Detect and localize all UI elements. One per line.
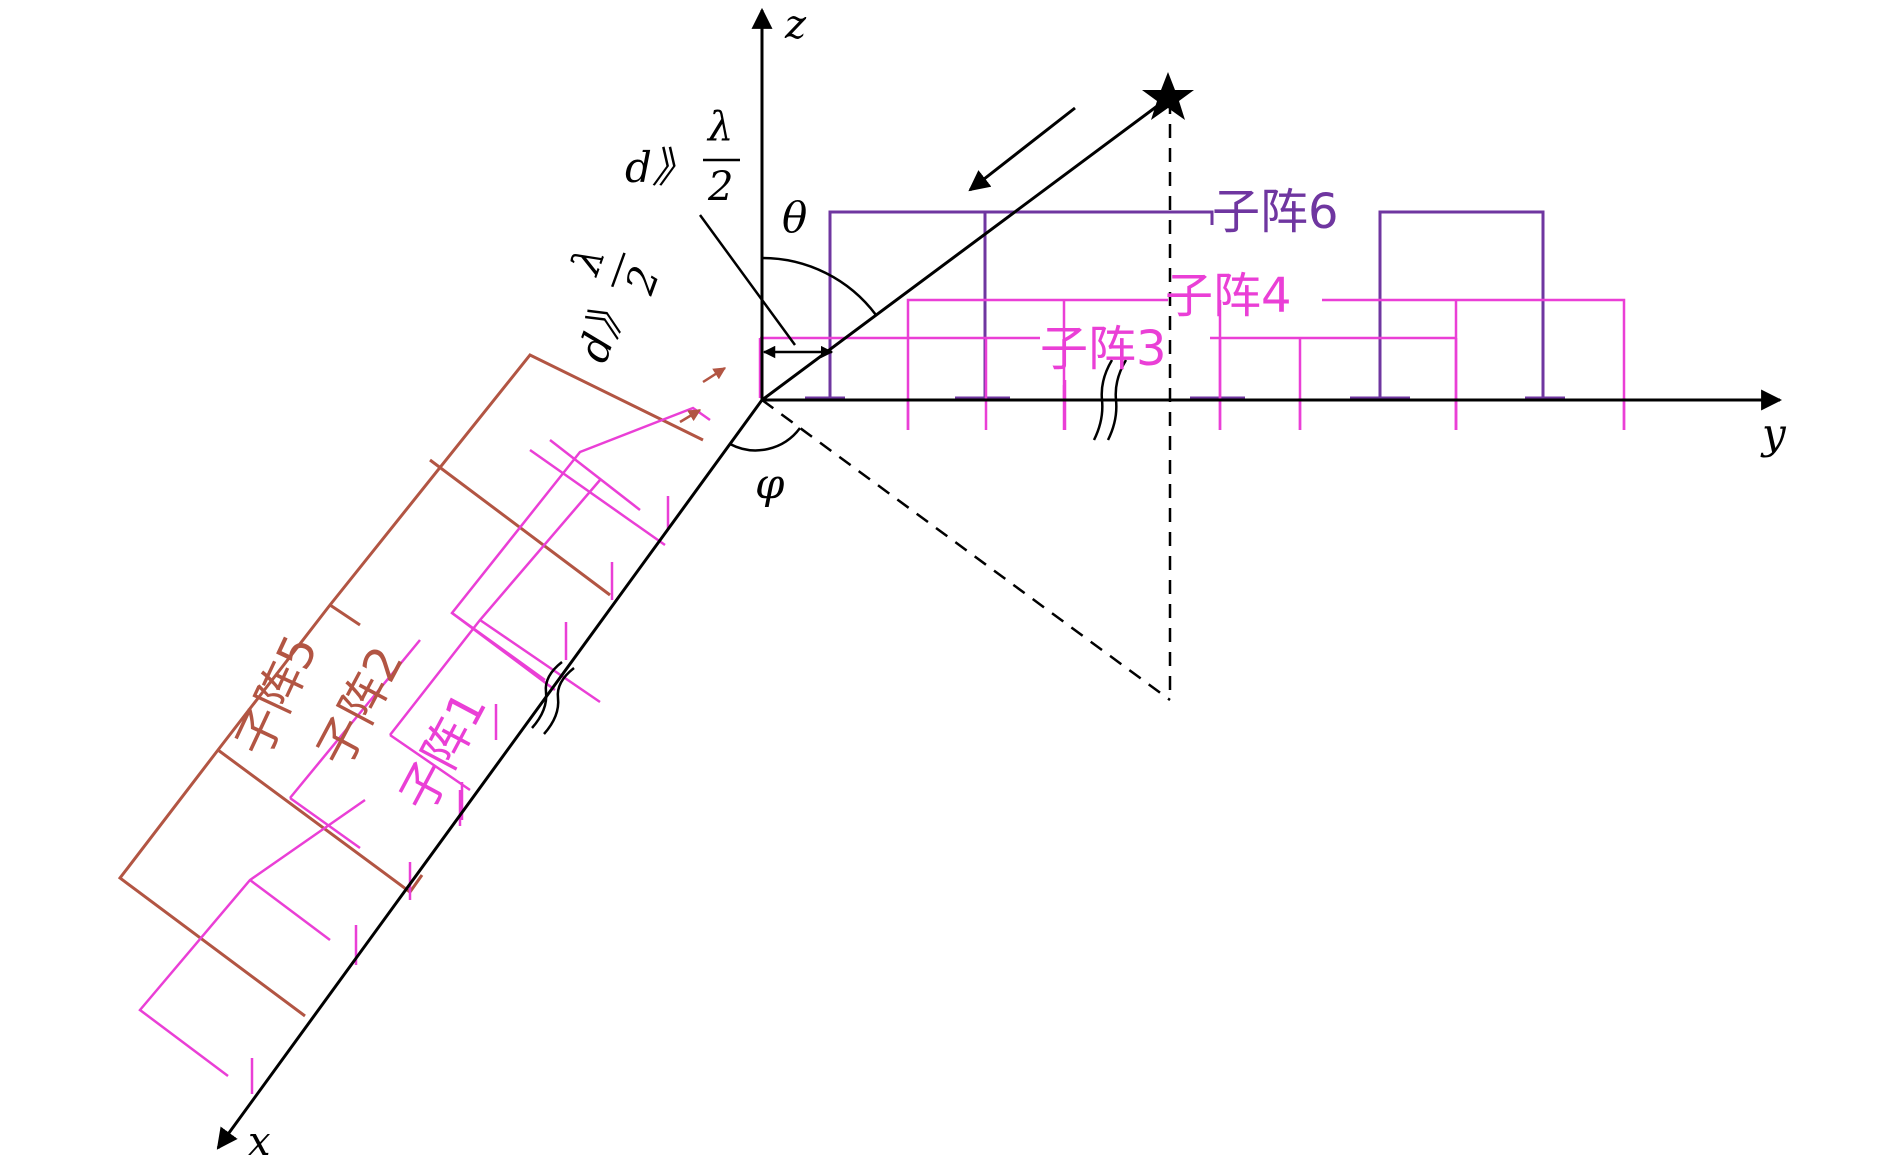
z-spacing-numerator: λ xyxy=(706,104,733,150)
z-spacing-denominator: 2 xyxy=(707,164,733,210)
z-axis-label: z xyxy=(784,2,807,48)
x-spacing-fraction-bar xyxy=(611,252,626,288)
x-spacing-label: d》 λ 2 xyxy=(562,241,669,369)
x-spacing-indicator xyxy=(679,366,727,424)
z-spacing-label: d》 λ 2 xyxy=(625,104,740,210)
subarray-5-feed-tree xyxy=(117,353,704,1018)
x-axis-break-mark xyxy=(531,661,575,735)
phi-arc xyxy=(729,427,802,452)
x-axis-ticks xyxy=(250,496,670,1094)
x-spacing-relation: d》 xyxy=(568,287,638,368)
phi-label: φ xyxy=(755,459,785,508)
theta-label: θ xyxy=(782,193,807,242)
theta-arc xyxy=(761,256,878,316)
star-icon xyxy=(1142,72,1194,120)
coordinate-axes xyxy=(216,7,1783,1150)
subarray-3-label: 子阵3 xyxy=(1040,321,1167,377)
x-spacing-numerator: λ xyxy=(562,241,615,282)
subarray-1-label: 子阵1 xyxy=(389,683,498,821)
subarray-4-label: 子阵4 xyxy=(1165,268,1292,324)
z-spacing-relation: d》 xyxy=(625,143,694,192)
projection-lines xyxy=(761,100,1172,702)
y-axis-ticks xyxy=(906,385,1626,430)
incoming-wave-arrow xyxy=(968,106,1076,192)
subarray-6-feed-tree xyxy=(805,210,1565,400)
y-axis-label: y xyxy=(1760,409,1787,458)
y-axis-break-mark xyxy=(1092,359,1128,441)
subarray-1-feed-tree xyxy=(138,439,641,1077)
subarray-6-label: 子阵6 xyxy=(1212,184,1339,240)
x-axis xyxy=(216,399,764,1150)
x-axis-label: x xyxy=(248,1119,271,1160)
z-spacing-indicator xyxy=(698,214,834,359)
x-spacing-denominator: 2 xyxy=(617,260,669,301)
subarray-2-feed-tree xyxy=(289,406,711,850)
